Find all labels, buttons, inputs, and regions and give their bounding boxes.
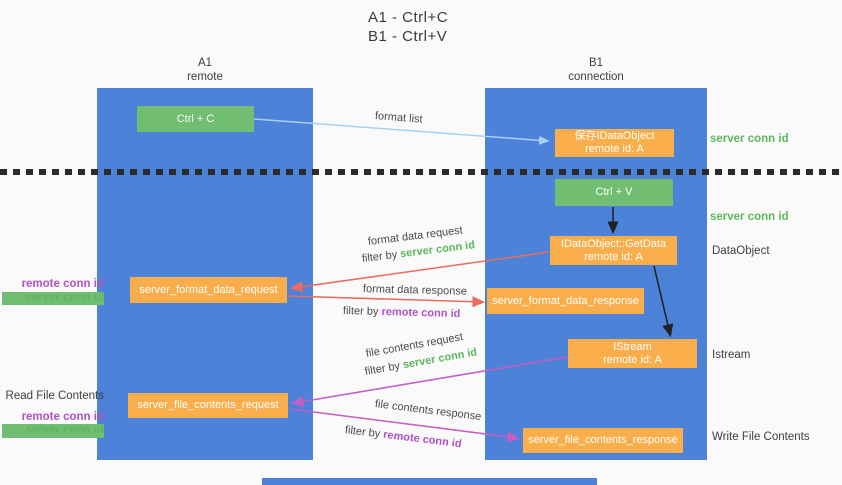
column-header-a1: A1 remote xyxy=(145,56,265,84)
node-ctrl-c: Ctrl + C xyxy=(137,106,254,132)
getdata-line1: IDataObject::GetData xyxy=(560,237,667,250)
filter-key-remote-conn-id: remote conn id xyxy=(381,306,461,321)
ctrl-c-label: Ctrl + C xyxy=(176,112,215,125)
diagram-title: A1 - Ctrl+C B1 - Ctrl+V xyxy=(368,8,448,46)
node-server-file-contents-request: server_file_contents_request xyxy=(128,393,288,418)
column-a1-subtitle: remote xyxy=(187,71,223,83)
istream-line1: IStream xyxy=(613,340,652,353)
left-labels-format: remote conn id server conn id xyxy=(2,278,104,305)
node-getdata: IDataObject::GetData remote id: A xyxy=(550,236,677,265)
column-a1-name: A1 xyxy=(197,57,213,69)
filter-by-text: filter by xyxy=(361,248,398,265)
title-line-2: B1 - Ctrl+V xyxy=(368,28,448,45)
column-header-b1: B1 connection xyxy=(536,56,656,84)
istream-line2: remote id: A xyxy=(603,353,662,366)
right-label-server-conn-id-mid: server conn id xyxy=(710,211,789,223)
left-remote-conn-id-2: remote conn id xyxy=(21,410,104,423)
node-save-dataobject: 保存IDataObject remote id: A xyxy=(555,129,674,157)
label-format-list: format list xyxy=(374,110,424,126)
save-dataobject-line1: 保存IDataObject xyxy=(574,130,655,142)
format-response-label: server_format_data_response xyxy=(492,294,639,307)
title-line-1: A1 - Ctrl+C xyxy=(368,9,449,26)
right-label-dataobject: DataObject xyxy=(712,245,770,257)
label-format-data-response: format data response xyxy=(362,283,468,298)
file-request-label: server_file_contents_request xyxy=(137,399,279,411)
filter-by-text: filter by xyxy=(363,359,401,378)
left-server-conn-id-1: server conn id xyxy=(2,291,104,305)
node-server-file-contents-response: server_file_contents_response xyxy=(523,428,683,453)
dotted-separator xyxy=(0,169,842,175)
ctrl-v-label: Ctrl + V xyxy=(595,186,633,198)
node-istream: IStream remote id: A xyxy=(568,339,697,368)
node-server-format-data-request: server_format_data_request xyxy=(130,277,287,303)
save-dataobject-line2: remote id: A xyxy=(585,143,644,155)
bottom-blue-strip xyxy=(262,478,597,485)
left-remote-conn-id-1: remote conn id xyxy=(21,278,104,290)
getdata-line2: remote id: A xyxy=(584,250,643,263)
filter-by-text: filter by xyxy=(342,305,379,318)
left-server-conn-id-2: server conn id xyxy=(2,424,104,438)
label-filter-by-remote-2: filter by remote conn id xyxy=(344,424,462,450)
right-label-server-conn-id-top: server conn id xyxy=(710,133,789,145)
left-labels-file: Read File Contents remote conn id server… xyxy=(2,390,104,438)
file-response-label: server_file_contents_response xyxy=(528,434,678,446)
node-ctrl-v: Ctrl + V xyxy=(555,179,673,206)
left-read-file-contents: Read File Contents xyxy=(5,390,104,402)
node-server-format-data-response: server_format_data_response xyxy=(487,288,644,314)
right-label-write-file-contents: Write File Contents xyxy=(712,431,810,443)
format-request-label: server_format_data_request xyxy=(139,283,278,296)
filter-by-text: filter by xyxy=(344,424,381,441)
label-filter-by-remote-1: filter by remote conn id xyxy=(343,305,461,320)
filter-key-remote-conn-id: remote conn id xyxy=(382,428,463,451)
column-b1-subtitle: connection xyxy=(568,71,624,83)
right-label-istream: Istream xyxy=(712,349,751,361)
label-file-contents-response: file contents response xyxy=(374,398,482,423)
column-b1-name: B1 xyxy=(588,57,604,69)
